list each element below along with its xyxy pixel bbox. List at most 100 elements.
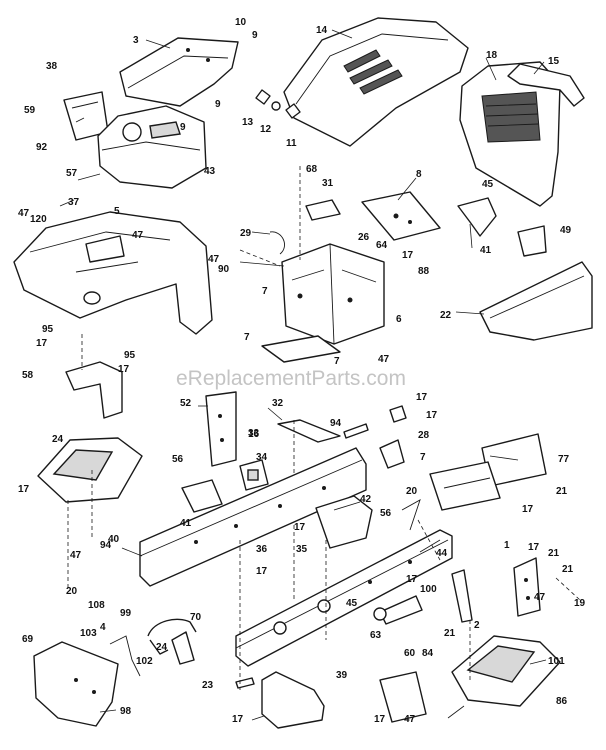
callout: 20	[406, 486, 418, 497]
callout: 19	[574, 598, 586, 609]
callout: 60	[404, 648, 416, 659]
axle-mount-part	[315, 495, 373, 549]
callout: 52	[180, 398, 192, 409]
callout: 29	[240, 228, 252, 239]
callout: 88	[418, 266, 430, 277]
callout: 17	[522, 504, 534, 515]
callout: 101	[548, 656, 565, 667]
callout: 2	[474, 620, 480, 631]
callout: 33	[248, 428, 260, 439]
grille-part	[459, 61, 561, 207]
callout: 47	[404, 714, 416, 725]
callout: 17	[406, 574, 418, 585]
callout: 37	[68, 197, 80, 208]
side-skirt-part	[479, 261, 593, 341]
callout: 44	[436, 548, 448, 559]
callout: 17	[118, 364, 130, 375]
callout: 10	[235, 17, 247, 28]
callout: 17	[402, 250, 414, 261]
callout: 39	[336, 670, 348, 681]
callout: 92	[36, 142, 48, 153]
shift-rod-part	[277, 419, 341, 600]
callout: 8	[416, 169, 422, 180]
watermark: eReplacementParts.com	[176, 367, 406, 390]
callout: 7	[244, 332, 250, 343]
fuel-tank-part	[97, 105, 207, 189]
callout: 14	[316, 25, 328, 36]
frame-rail-right-part	[235, 529, 453, 667]
callout: 49	[560, 225, 572, 236]
callout: 4	[100, 622, 106, 633]
side-plate-part	[205, 391, 237, 467]
callout: 15	[548, 56, 560, 67]
callout: 7	[334, 356, 340, 367]
floor-plate-part	[33, 641, 119, 727]
callout: 21	[562, 564, 574, 575]
pedal-rod-part	[147, 618, 197, 665]
callout: 103	[80, 628, 97, 639]
callout: 57	[66, 168, 78, 179]
callout: 108	[88, 600, 105, 611]
callout: 43	[204, 166, 216, 177]
callout: 102	[136, 656, 153, 667]
callout: 12	[260, 124, 272, 135]
spring-part	[109, 635, 141, 677]
callout: 94	[100, 540, 112, 551]
callout: 11	[286, 138, 297, 149]
callout: 70	[190, 612, 202, 623]
dash-plate-part	[361, 191, 441, 241]
hook-bracket-part	[269, 231, 285, 255]
rear-bracket-part	[429, 461, 501, 511]
callout: 3	[133, 35, 139, 46]
callout: 95	[42, 324, 54, 335]
grille-trim-part	[507, 63, 585, 107]
callout: 17	[256, 566, 268, 577]
callout: 94	[330, 418, 342, 429]
callout: 17	[426, 410, 438, 421]
callout-labels: 10 9 3 9 9 14 18 15 38 59 92 57 5 13 12 …	[18, 17, 586, 725]
callout: 47	[534, 592, 546, 603]
bushing-part	[239, 459, 269, 491]
callout: 58	[22, 370, 34, 381]
callout: 120	[30, 214, 47, 225]
callout: 90	[218, 264, 230, 275]
hinge-hardware-part	[255, 89, 301, 119]
callout: 47	[378, 354, 390, 365]
callout: 9	[180, 122, 186, 133]
callout: 22	[440, 310, 452, 321]
callout: 40	[108, 534, 120, 545]
callout: 47	[208, 254, 220, 265]
frame-rail-left-part	[139, 447, 367, 587]
callout: 56	[172, 454, 184, 465]
callout: 9	[252, 30, 258, 41]
callout: 69	[22, 634, 34, 645]
callout: 17	[18, 484, 30, 495]
callout: 13	[242, 117, 254, 128]
callout: 95	[124, 350, 136, 361]
callout: 1	[504, 540, 510, 551]
callout: 17	[374, 714, 386, 725]
callout: 38	[46, 61, 58, 72]
callout: 35	[296, 544, 308, 555]
callout: 41	[480, 245, 492, 256]
pin-part	[343, 423, 369, 439]
callout: 17	[36, 338, 48, 349]
callout: 6	[396, 314, 402, 325]
leader-lines	[59, 29, 547, 721]
callout: 26	[358, 232, 370, 243]
axle-bracket-part	[181, 479, 223, 513]
callout: 56	[380, 508, 392, 519]
callout: 24	[52, 434, 64, 445]
lower-bracket-part	[261, 671, 325, 729]
callout: 17	[294, 522, 306, 533]
callout: 34	[256, 452, 268, 463]
spring-link-part	[401, 499, 421, 531]
footrest-left-part	[37, 437, 143, 503]
callout: 77	[558, 454, 570, 465]
callout: 100	[420, 584, 437, 595]
callout: 84	[422, 648, 434, 659]
callout: 7	[420, 452, 426, 463]
callout: 41	[180, 518, 192, 529]
lever-part	[451, 569, 473, 623]
